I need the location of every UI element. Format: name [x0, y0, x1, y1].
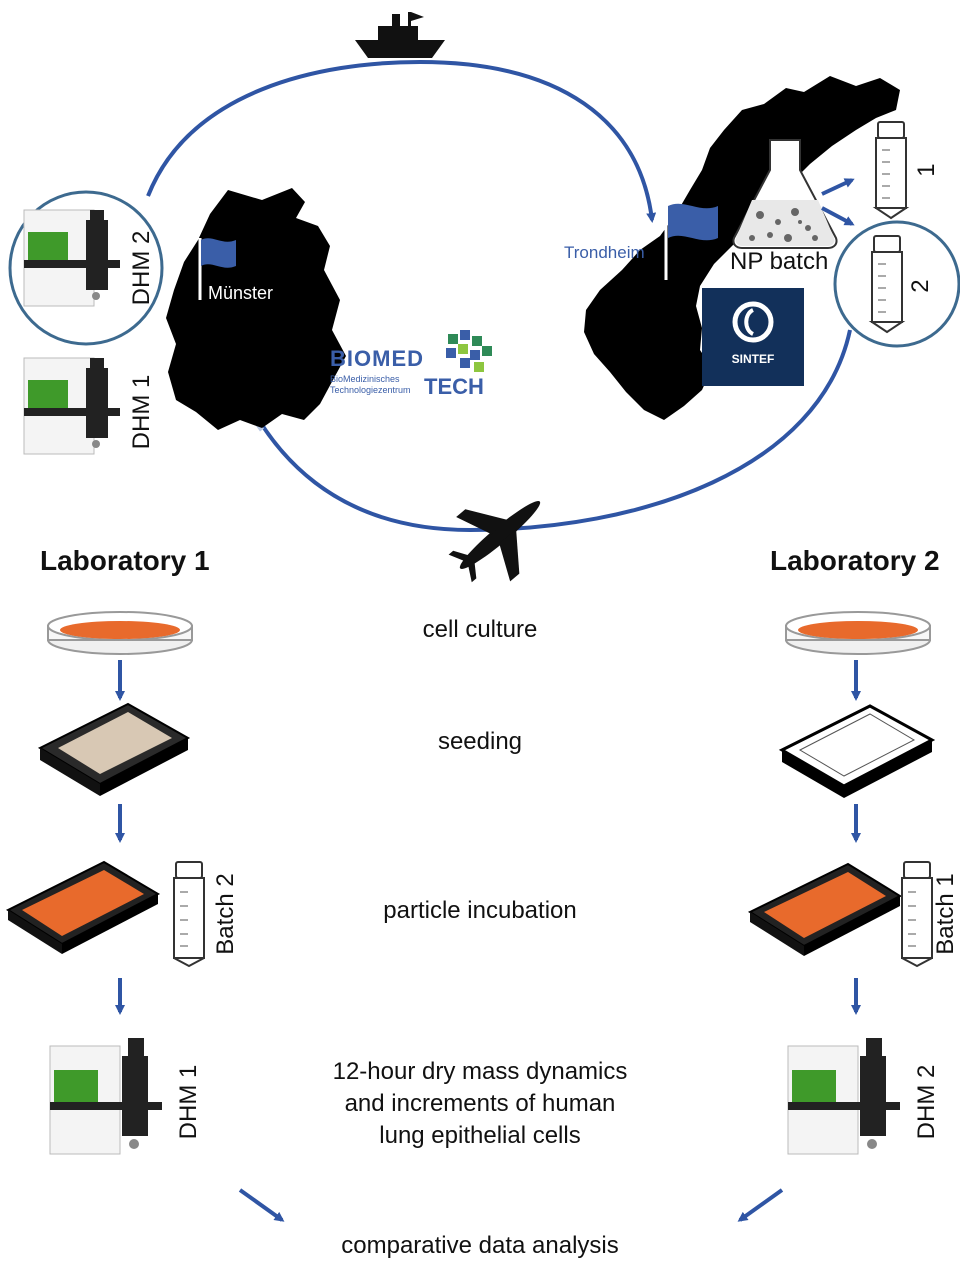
step-cell-culture: cell culture — [422, 616, 538, 643]
dhm-circle-label: DHM 2 — [128, 230, 155, 306]
microscope-icon-left — [49, 1038, 162, 1155]
flask-icon — [732, 139, 838, 249]
batch-right-label: Batch 1 — [932, 873, 959, 955]
incubation-plate-right-icon — [747, 862, 903, 956]
dhm-right-label: DHM 2 — [913, 1064, 940, 1140]
petri-dish-left-icon — [47, 611, 193, 655]
microscope-icon-right — [787, 1038, 900, 1155]
converge-arrow-right — [737, 1188, 784, 1222]
microscope-icon-top — [23, 357, 120, 455]
dhm-left-label: DHM 1 — [175, 1064, 202, 1140]
tube-1-icon — [872, 121, 910, 220]
norway-map — [584, 76, 900, 420]
biomed-logo-sub1: BioMedizinisches — [330, 374, 400, 384]
city-label-trondheim: Trondheim — [564, 243, 645, 262]
petri-dish-right-icon — [785, 611, 931, 655]
city-label-munster: Münster — [208, 283, 274, 303]
batch-tube-right-icon — [901, 861, 933, 968]
step-analysis: comparative data analysis — [341, 1232, 619, 1259]
biomed-logo-tech: TECH — [424, 374, 484, 399]
flask-to-tube1-arrow — [821, 178, 855, 196]
step-dry-mass-line1: 12-hour dry mass dynamics — [332, 1058, 628, 1085]
tube-2-label: 2 — [907, 279, 934, 293]
travel-loop — [146, 59, 657, 223]
step-incubation: particle incubation — [383, 897, 577, 924]
ship-icon — [355, 12, 445, 58]
well-plate-right-icon — [778, 704, 936, 798]
flag-trondheim-icon — [664, 203, 718, 280]
converge-arrow-left — [238, 1188, 285, 1222]
np-batch-label: NP batch — [730, 248, 829, 275]
tube-1-label: 1 — [913, 163, 940, 177]
biomed-logo-icon — [446, 330, 492, 372]
step-seeding: seeding — [437, 728, 523, 755]
incubation-plate-left-icon — [5, 860, 161, 954]
biomed-logo-title: BIOMED — [330, 346, 424, 371]
sintef-logo — [702, 288, 804, 386]
tube-2-icon — [868, 235, 906, 334]
flag-munster-icon — [198, 238, 236, 300]
airplane-icon — [448, 501, 541, 583]
lab-1-heading: Laboratory 1 — [40, 545, 210, 576]
microscope-icon-circle — [23, 209, 120, 307]
batch-left-label: Batch 2 — [212, 873, 239, 955]
lab-2-heading: Laboratory 2 — [770, 545, 940, 576]
batch-tube-left-icon — [173, 861, 205, 968]
sintef-label: SINTEF — [731, 352, 775, 366]
biomed-logo-sub2: Technologiezentrum — [330, 385, 411, 395]
step-dry-mass-line2: and increments of human — [344, 1090, 616, 1117]
travel-loop-return — [218, 329, 852, 533]
flask-to-tube2-arrow — [821, 206, 855, 226]
dhm-top-label: DHM 1 — [128, 374, 155, 450]
germany-map — [166, 188, 346, 430]
well-plate-left-icon — [37, 702, 191, 796]
step-dry-mass-line3: lung epithelial cells — [379, 1122, 581, 1149]
